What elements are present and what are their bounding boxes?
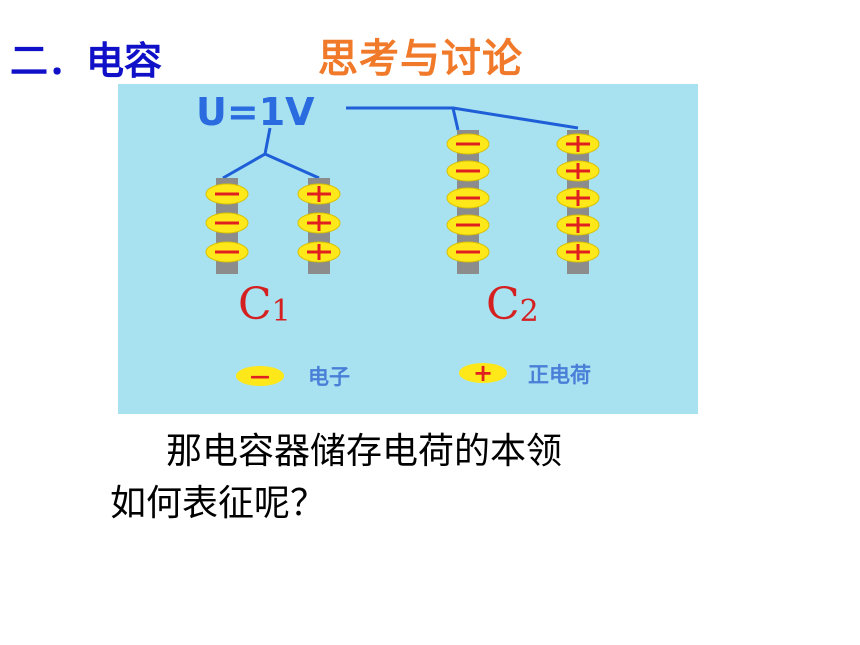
c2-electron: [446, 160, 490, 182]
c2-electron: [446, 214, 490, 236]
c1-positive-charge: [297, 241, 341, 263]
wire-c1-left: [222, 127, 272, 180]
c2-positive-charge: [556, 187, 600, 209]
positive-legend-icon: [459, 363, 507, 383]
wires: [222, 106, 579, 180]
positive-legend-label: 正电荷: [528, 363, 591, 387]
wire-c2-left: [346, 106, 460, 131]
section-title: 二．电容: [10, 39, 163, 83]
c2-electron: [446, 241, 490, 263]
c2-positive-charge: [556, 160, 600, 182]
c1-positive-charge: [297, 183, 341, 205]
c2-electron: [446, 133, 490, 155]
c2-positive-charge: [556, 241, 600, 263]
electron-legend-symbol: —: [250, 364, 270, 388]
c1-electron: [205, 183, 249, 205]
question-line-2: 如何表征呢？: [110, 483, 327, 524]
wire-c2-right: [452, 106, 579, 130]
c2-electron: [446, 187, 490, 209]
c1-electron: [205, 241, 249, 263]
discussion-title: 思考与讨论: [318, 35, 523, 82]
c2-positive-charge: [556, 133, 600, 155]
c1-positive-charge: [297, 212, 341, 234]
voltage-label: U=1V: [196, 90, 315, 134]
question-text: 那电容器储存电荷的本领 如何表征呢？: [110, 426, 562, 530]
charges: [205, 133, 600, 263]
c1-label: C1: [238, 279, 291, 330]
wire-c1-right: [264, 152, 320, 180]
c1-electron: [205, 212, 249, 234]
question-line-1: 那电容器储存电荷的本领: [166, 431, 563, 472]
capacitor-diagram: U=1V C1 C2 — 电子 + 正电荷: [196, 90, 600, 389]
c2-label: C2: [486, 279, 539, 330]
c2-positive-charge: [556, 214, 600, 236]
electron-legend-label: 电子: [308, 365, 350, 389]
electron-legend-icon: [236, 366, 284, 386]
positive-legend-symbol: +: [473, 359, 493, 387]
capacitor-figure: U=1V C1 C2 — 电子 + 正电荷: [118, 84, 698, 414]
